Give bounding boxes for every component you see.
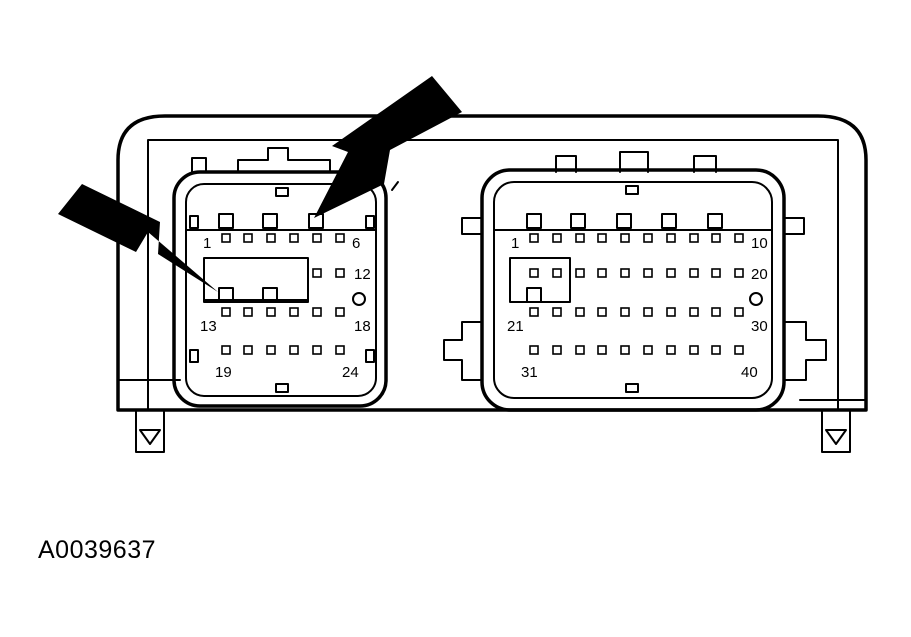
pin-cavity: [620, 307, 630, 317]
pin-cavity: [243, 233, 253, 243]
arrow-upper: [314, 76, 462, 218]
pin-cavity: [734, 307, 744, 317]
pin-cavity: [529, 268, 539, 278]
pin-cavity: [689, 345, 699, 355]
left-pin-label-18: 18: [354, 318, 371, 335]
left-pin-label-6: 6: [352, 235, 360, 252]
pin-cavity: [266, 345, 276, 355]
pin-cavity: [575, 268, 585, 278]
pin-cavity: [221, 307, 231, 317]
pin-cavity: [734, 345, 744, 355]
pin-cavity: [734, 233, 744, 243]
pin-cavity: [289, 345, 299, 355]
right-pin-label-10: 10: [751, 235, 768, 252]
pin-cavity: [335, 233, 345, 243]
left-pin-label-24: 24: [342, 364, 359, 381]
pin-cavity: [289, 233, 299, 243]
pin-cavity: [243, 345, 253, 355]
pin-cavity: [552, 233, 562, 243]
pin-cavity: [666, 345, 676, 355]
pin-cavity: [575, 233, 585, 243]
pin-cavity: [575, 307, 585, 317]
pin-cavity: [643, 233, 653, 243]
right-pin-label-31: 31: [521, 364, 538, 381]
pin-cavity: [689, 233, 699, 243]
pin-cavity: [221, 233, 231, 243]
pin-cavity: [689, 307, 699, 317]
right-pin-label-40: 40: [741, 364, 758, 381]
pin-cavity: [711, 345, 721, 355]
pin-cavity: [312, 268, 322, 278]
pin-cavity: [529, 233, 539, 243]
pin-cavity: [597, 268, 607, 278]
right-pin-label-21: 21: [507, 318, 524, 335]
pin-cavity: [597, 233, 607, 243]
pin-cavity: [666, 307, 676, 317]
pin-cavity: [243, 307, 253, 317]
pin-cavity: [335, 268, 345, 278]
pin-cavity: [529, 307, 539, 317]
pin-cavity: [289, 307, 299, 317]
pin-cavity: [335, 307, 345, 317]
module-housing: [116, 114, 868, 453]
pin-cavity: [620, 345, 630, 355]
pin-cavity: [643, 345, 653, 355]
right-pin-label-30: 30: [751, 318, 768, 335]
pin-cavity: [266, 233, 276, 243]
right-pin-label-20: 20: [751, 266, 768, 283]
left-pin-label-12: 12: [354, 266, 371, 283]
right-connector: [443, 151, 827, 412]
pin-cavity: [221, 345, 231, 355]
pin-cavity: [552, 268, 562, 278]
pin-cavity: [711, 268, 721, 278]
pin-cavity: [711, 307, 721, 317]
pin-cavity: [552, 307, 562, 317]
pin-cavity: [734, 268, 744, 278]
arrow-left: [58, 184, 218, 292]
pin-cavity: [575, 345, 585, 355]
pin-cavity: [689, 268, 699, 278]
pin-cavity: [312, 307, 322, 317]
pin-cavity: [620, 268, 630, 278]
pin-cavity: [597, 307, 607, 317]
pin-cavity: [312, 345, 322, 355]
pin-cavity: [666, 268, 676, 278]
left-pin-label-1: 1: [203, 235, 211, 252]
pin-cavity: [711, 233, 721, 243]
pin-cavity: [643, 268, 653, 278]
pin-cavity: [666, 233, 676, 243]
left-pin-label-13: 13: [200, 318, 217, 335]
right-pin-label-1: 1: [511, 235, 519, 252]
pin-cavity: [643, 307, 653, 317]
pin-cavity: [266, 307, 276, 317]
pin-cavity: [312, 233, 322, 243]
pin-cavity: [620, 233, 630, 243]
left-pin-label-19: 19: [215, 364, 232, 381]
figure-id: A0039637: [38, 536, 157, 564]
pin-cavity: [597, 345, 607, 355]
pin-cavity: [529, 345, 539, 355]
pin-cavity: [335, 345, 345, 355]
pin-cavity: [552, 345, 562, 355]
